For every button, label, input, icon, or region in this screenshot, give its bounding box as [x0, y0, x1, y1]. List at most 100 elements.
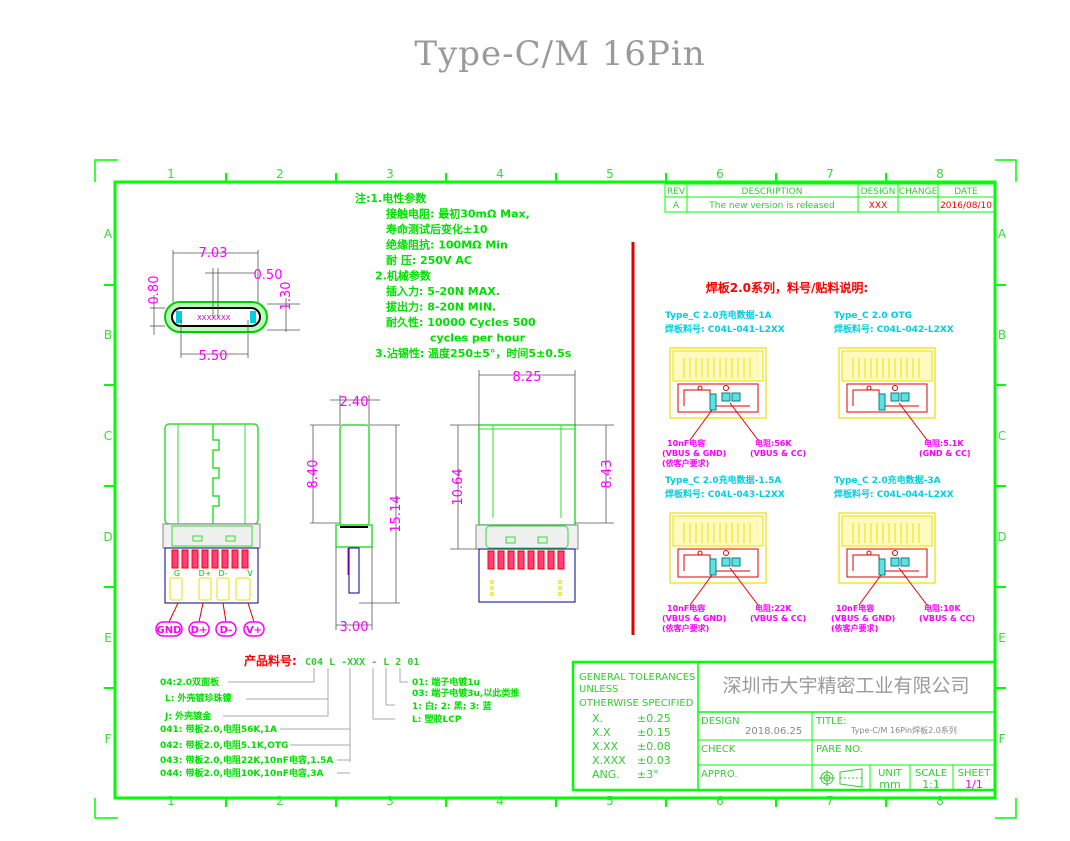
tolerance-key: ANG. [592, 768, 620, 781]
contact-pin [211, 549, 219, 569]
pcb-capacitor-pins: (VBUS & GND) [662, 449, 726, 458]
note-line: 接触电阻: 最初30mΩ Max, [386, 207, 530, 221]
contact-pin [527, 550, 535, 570]
part-number-option: 01: 端子电镀1u [412, 676, 480, 688]
pcb-outline [838, 512, 936, 584]
contact-pin [547, 550, 555, 570]
dim-front-height-right: 1.30 [279, 282, 294, 311]
scale-value: 1:1 [922, 778, 940, 791]
pcb-note: (依客户要求) [831, 623, 878, 633]
part-number-option: L: 外壳镀珍珠镍 [165, 692, 231, 704]
part-number-option: 04:2.0双面板 [160, 676, 220, 688]
part-number-option: 043: 带板2.0,电阻22K,10nF电容,1.5A [160, 754, 333, 766]
pcb-variant-part: 焊板料号: C04L-044-L2XX [834, 488, 954, 500]
back-view: 8.25 10.64 8.43 [450, 370, 615, 603]
grid-col-label-top: 5 [606, 167, 614, 181]
appro-label: APPRO. [701, 769, 738, 780]
part-number-option: 041: 带板2.0,电阻56K,1A [160, 723, 277, 735]
pad-dot [490, 586, 494, 590]
note-line: 3.沾锡性: 温度250±5°，时间5±0.5s [375, 346, 572, 360]
note-line: cycles per hour [430, 332, 526, 345]
rev-header-change: CHANGE [899, 187, 938, 197]
pcb-variant: Type_C 2.0充电数据-1.5A 焊板料号: C04L-043-L2XX 电阻… [662, 474, 806, 633]
sheet-label: SHEET [958, 768, 992, 779]
pare-label: PARE NO. [816, 744, 863, 755]
note-line: 拔出力: 8-20N MIN. [386, 300, 496, 314]
pcb-variant-part: 焊板料号: C04L-042-L2XX [834, 323, 954, 335]
grid-row-label-right: D [997, 530, 1006, 544]
pcb-resistor-pins: (VBUS & CC) [919, 614, 975, 623]
grid-col-label-bottom: 4 [496, 794, 504, 808]
note-line: 绝缘阻抗: 100MΩ Min [386, 238, 508, 252]
part-number-option: L: 塑胶LCP [412, 713, 462, 725]
pcb-variant-name: Type_C 2.0 OTG [834, 311, 912, 321]
rev-cell-description: The new version is released [708, 201, 834, 211]
rev-header-date: DATE [954, 187, 978, 197]
contact-pin [537, 550, 545, 570]
tolerance-value: ±0.03 [637, 754, 671, 767]
pin-label-dplus: D+ [188, 621, 210, 637]
pcb-section-heading: 焊板2.0系列，料号/贴料说明: [706, 280, 868, 295]
front-view: XXXXXXX 7.03 0.50 5.50 0.80 1.30 [147, 246, 300, 364]
rev-header-rev: REV [667, 187, 686, 197]
dim-back-width: 8.25 [513, 370, 542, 385]
grid-row-label-left: D [103, 530, 112, 544]
grid-col-label-top: 4 [496, 167, 504, 181]
pcb-resistor-label: 电阻:10K [924, 603, 961, 613]
contact-pin [201, 549, 209, 569]
contact-pin [171, 549, 179, 569]
note-line: 2.机械参数 [375, 269, 432, 283]
part-number-option: 1: 白; 2: 黑; 3: 蓝 [412, 700, 491, 712]
pcb-capacitor-pins: (VBUS & GND) [831, 614, 895, 623]
pin-label-vplus: V+ [243, 621, 265, 637]
grid-row-label-right: E [998, 631, 1006, 645]
contact-pin [507, 550, 515, 570]
note-line: 注:1.电性参数 [355, 191, 427, 205]
grid-ticks [104, 173, 1006, 807]
dim-back-right: 8.43 [600, 460, 615, 489]
grid-col-label-bottom: 7 [826, 794, 834, 808]
contact-pin [191, 549, 199, 569]
grid-row-label-left: B [104, 328, 112, 342]
rev-header-design: DESIGN [861, 187, 896, 197]
pin-label-gnd: GND [155, 621, 183, 637]
tolerance-value: ±0.25 [637, 712, 671, 725]
contact-pin [517, 550, 525, 570]
part-number-code: C04 L -XXX - L 2 01 [305, 657, 419, 668]
tolerance-value: ±0.15 [637, 726, 671, 739]
contact-pin [181, 549, 189, 569]
dim-front-inner: 5.50 [199, 349, 228, 364]
pcb-resistor-label: 电阻:22K [755, 603, 792, 613]
check-label: CHECK [701, 744, 736, 755]
pcb-outline [838, 347, 936, 419]
svg-text:D-: D- [220, 625, 233, 636]
dim-side-width: 2.40 [340, 395, 369, 410]
document-title: Type-C/M 16Pin [414, 34, 706, 74]
rev-cell-date: 2016/08/10 [940, 201, 992, 211]
dim-side-body: 8.40 [306, 460, 321, 489]
tolerance-value: ±0.08 [637, 740, 671, 753]
grid-col-label-top: 7 [826, 167, 834, 181]
pcb-variant-part: 焊板料号: C04L-043-L2XX [665, 488, 785, 500]
design-label: DESIGN [701, 716, 740, 727]
side-view: 2.40 8.40 15.14 3.00 [306, 395, 404, 635]
title-value: Type-C/M 16Pin焊板2.0系列 [850, 725, 957, 735]
svg-text:XXXXXXX: XXXXXXX [197, 314, 231, 322]
tolerance-key: X.XX [592, 740, 619, 753]
pcb-variant-part: 焊板料号: C04L-041-L2XX [665, 323, 785, 335]
pad-dot [490, 592, 494, 596]
tolerance-key: X.X [592, 726, 611, 739]
pcb-outline [669, 347, 767, 419]
note-line: 耐 压: 250V AC [386, 253, 472, 267]
dim-side-base: 3.00 [340, 620, 369, 635]
pcb-variant-name: Type_C 2.0充电数据-1.5A [665, 474, 781, 486]
note-line: 耐久性: 10000 Cycles 500 [386, 315, 536, 329]
svg-text:D+: D+ [191, 625, 208, 636]
tolerance-header-3: OTHERWISE SPECIFIED [579, 698, 694, 709]
title-block [571, 660, 997, 792]
dim-front-width: 7.03 [199, 246, 228, 261]
